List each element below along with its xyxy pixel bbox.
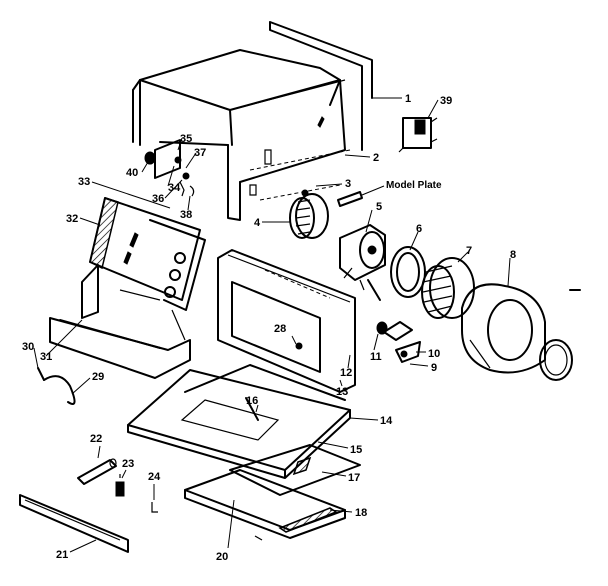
label-part-31: 31: [40, 351, 52, 363]
label-part-17: 17: [348, 472, 360, 484]
label-part-24: 24: [148, 471, 161, 483]
label-part-12: 12: [340, 367, 352, 379]
label-part-21: 21: [56, 549, 68, 561]
blower-wheel-large: [421, 257, 475, 319]
label-part-37: 37: [194, 147, 206, 159]
label-part-13: 13: [336, 386, 348, 398]
drain-pan-bracket: [49, 264, 191, 379]
label-part-8: 8: [510, 249, 516, 261]
label-part-38: 38: [180, 209, 192, 221]
power-cord: [37, 367, 76, 405]
label-part-5: 5: [376, 201, 382, 213]
label-part-15: 15: [350, 444, 362, 456]
label-part-23: 23: [122, 458, 134, 470]
loose-parts: [77, 458, 158, 513]
label-part-2: 2: [373, 152, 379, 164]
label-part-1: 1: [405, 93, 411, 105]
cabinet-housing: [139, 79, 351, 221]
leader-lines: [33, 97, 511, 553]
label-part-39: 39: [440, 95, 452, 107]
label-part-36: 36: [152, 193, 164, 205]
front-panel-frame: [217, 249, 356, 393]
label-part-7: 7: [466, 245, 472, 257]
blower-motor: [339, 224, 386, 301]
capacitor-assembly: [376, 321, 421, 363]
label-part-30: 30: [22, 341, 34, 353]
part-number-labels: 1 2 3 4 5 6 7 8 9 10 11 12 13 14 15 16 1…: [22, 93, 516, 563]
switch-box: [398, 117, 438, 153]
cabinet-top-panel: [132, 21, 373, 151]
label-part-6: 6: [416, 223, 422, 235]
label-part-29: 29: [92, 371, 104, 383]
label-part-14: 14: [380, 415, 393, 427]
label-part-4: 4: [254, 217, 261, 229]
label-part-40: 40: [126, 167, 138, 179]
label-part-34: 34: [168, 182, 181, 194]
label-part-20: 20: [216, 551, 228, 563]
label-part-16: 16: [246, 395, 258, 407]
label-part-10: 10: [428, 348, 440, 360]
label-part-35: 35: [180, 133, 192, 145]
blower-wheel-small: [289, 189, 329, 239]
label-part-3: 3: [345, 178, 351, 190]
small-hardware: [144, 139, 195, 197]
label-part-32: 32: [66, 213, 78, 225]
label-part-28: 28: [274, 323, 286, 335]
base-pan: [127, 364, 361, 496]
bottom-plate: [184, 469, 346, 541]
label-part-18: 18: [355, 507, 367, 519]
mounting-rail: [19, 494, 129, 553]
label-part-33: 33: [78, 176, 90, 188]
label-part-9: 9: [431, 362, 437, 374]
motor-ring: [390, 246, 426, 298]
label-part-11: 11: [370, 351, 382, 363]
evaporator-coil: [89, 197, 206, 311]
blower-housing: [461, 283, 573, 381]
model-plate: [337, 185, 385, 207]
label-model-plate: Model Plate: [386, 180, 442, 191]
label-part-22: 22: [90, 433, 102, 445]
